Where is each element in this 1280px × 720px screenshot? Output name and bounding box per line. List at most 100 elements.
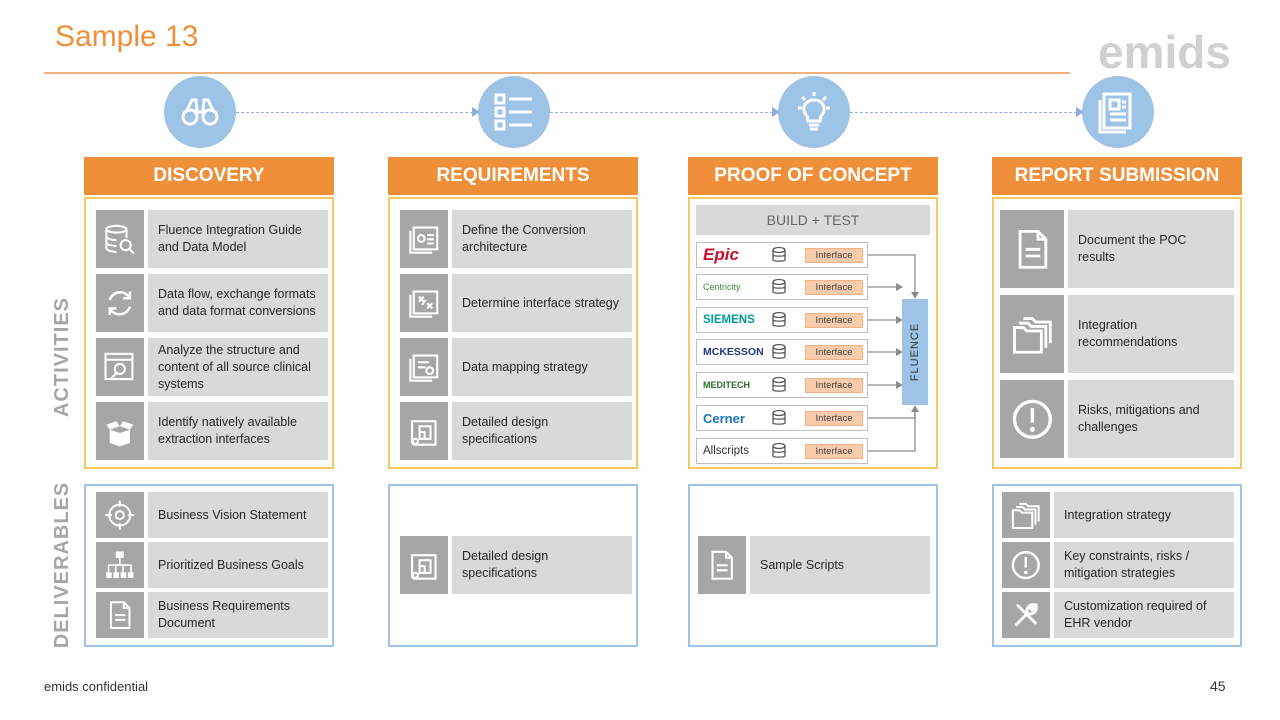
list-item-text: Data flow, exchange formats and data for… bbox=[148, 274, 328, 332]
list-item: Determine interface strategy bbox=[400, 274, 632, 332]
database-icon bbox=[772, 246, 786, 262]
phase-header-proof-of-concept: PROOF OF CONCEPT bbox=[688, 157, 938, 195]
emids-logo: emids bbox=[1098, 26, 1231, 76]
target-icon bbox=[96, 492, 144, 538]
build-test-label: BUILD + TEST bbox=[696, 205, 930, 235]
blueprint-icon bbox=[400, 402, 448, 460]
footer-confidential: emids confidential bbox=[44, 679, 149, 694]
phase-connector-2 bbox=[550, 107, 780, 117]
list-item-text: Sample Scripts bbox=[750, 536, 930, 594]
window-search-icon bbox=[96, 338, 144, 396]
phase-connector-3 bbox=[850, 107, 1084, 117]
vendor-row-allscripts: Allscripts Interface bbox=[696, 438, 868, 464]
list-item-text: Risks, mitigations and challenges bbox=[1068, 380, 1234, 458]
phase-connector-1 bbox=[236, 107, 480, 117]
document-icon bbox=[698, 536, 746, 594]
database-icon bbox=[772, 278, 786, 294]
lightbulb-icon bbox=[778, 76, 850, 148]
report-activities-panel: Document the POC results Integration rec… bbox=[992, 197, 1242, 469]
vendor-row-centricity: Centricity Interface bbox=[696, 274, 868, 300]
vendor-logo-allscripts: Allscripts bbox=[703, 445, 750, 457]
interface-tag: Interface bbox=[805, 313, 863, 328]
list-item-text: Customization required of EHR vendor bbox=[1054, 592, 1234, 638]
vendor-row-meditech: MEDITECH Interface bbox=[696, 372, 868, 398]
page-number: 45 bbox=[1210, 678, 1226, 694]
slide-title: Sample 13 bbox=[55, 20, 199, 53]
list-item-text: Determine interface strategy bbox=[452, 274, 632, 332]
org-chart-icon bbox=[96, 542, 144, 588]
database-icon bbox=[772, 376, 786, 392]
list-item: Integration recommendations bbox=[1000, 295, 1234, 373]
strategy-pages-icon bbox=[400, 274, 448, 332]
discovery-deliverables-panel: Business Vision Statement Prioritized Bu… bbox=[84, 484, 334, 647]
interface-tag: Interface bbox=[805, 280, 863, 295]
list-item: Key constraints, risks / mitigation stra… bbox=[1002, 542, 1234, 588]
poc-activities-panel: BUILD + TEST Epic Interface Centricity I… bbox=[688, 197, 938, 469]
list-item: Detailed design specifications bbox=[400, 402, 632, 460]
list-item: Identify natively available extraction i… bbox=[96, 402, 328, 460]
interface-tag: Interface bbox=[805, 411, 863, 426]
list-item-text: Detailed design specifications bbox=[452, 402, 632, 460]
title-underline bbox=[44, 72, 1070, 74]
list-item-text: Key constraints, risks / mitigation stra… bbox=[1054, 542, 1234, 588]
list-item-text: Data mapping strategy bbox=[452, 338, 632, 396]
architecture-pages-icon bbox=[400, 210, 448, 268]
folders-icon bbox=[1002, 492, 1050, 538]
report-icon bbox=[1082, 76, 1154, 148]
list-item: Data mapping strategy bbox=[400, 338, 632, 396]
list-item: Define the Conversion architecture bbox=[400, 210, 632, 268]
database-icon bbox=[772, 442, 786, 458]
list-item: Detailed design specifications bbox=[400, 536, 632, 594]
vendor-logo-centricity: Centricity bbox=[703, 282, 741, 292]
discovery-activities-panel: Fluence Integration Guide and Data Model… bbox=[84, 197, 334, 469]
mapping-pages-icon bbox=[400, 338, 448, 396]
requirements-activities-panel: Define the Conversion architecture Deter… bbox=[388, 197, 638, 469]
vendor-logo-siemens: SIEMENS bbox=[703, 314, 755, 326]
list-item-text: Detailed design specifications bbox=[452, 536, 632, 594]
vendor-logo-mckesson: MCKESSON bbox=[703, 346, 764, 358]
deliverables-label: DELIVERABLES bbox=[51, 481, 73, 649]
list-item: Analyze the structure and content of all… bbox=[96, 338, 328, 396]
document-icon bbox=[96, 592, 144, 638]
vendor-logo-epic: Epic bbox=[703, 245, 739, 264]
phase-header-requirements: REQUIREMENTS bbox=[388, 157, 638, 195]
warning-circle-icon bbox=[1002, 542, 1050, 588]
poc-deliverables-panel: Sample Scripts bbox=[688, 484, 938, 647]
phase-header-discovery: DISCOVERY bbox=[84, 157, 334, 195]
list-item-text: Integration recommendations bbox=[1068, 295, 1234, 373]
list-item: Business Vision Statement bbox=[96, 492, 328, 538]
interface-tag: Interface bbox=[805, 444, 863, 459]
list-item: Sample Scripts bbox=[698, 536, 930, 594]
list-item: Integration strategy bbox=[1002, 492, 1234, 538]
database-icon bbox=[772, 343, 786, 359]
list-item: Customization required of EHR vendor bbox=[1002, 592, 1234, 638]
list-item: Document the POC results bbox=[1000, 210, 1234, 288]
list-item-text: Business Vision Statement bbox=[148, 492, 328, 538]
list-item-text: Integration strategy bbox=[1054, 492, 1234, 538]
vendor-row-cerner: Cerner Interface bbox=[696, 405, 868, 431]
interface-tag: Interface bbox=[805, 345, 863, 360]
requirements-deliverables-panel: Detailed design specifications bbox=[388, 484, 638, 647]
folders-icon bbox=[1000, 295, 1064, 373]
database-icon bbox=[772, 409, 786, 425]
vendor-row-siemens: SIEMENS Interface bbox=[696, 307, 868, 333]
phase-header-report-submission: REPORT SUBMISSION bbox=[992, 157, 1242, 195]
list-item-text: Business Requirements Document bbox=[148, 592, 328, 638]
binoculars-icon bbox=[164, 76, 236, 148]
list-item-text: Fluence Integration Guide and Data Model bbox=[148, 210, 328, 268]
fluence-label: FLUENCE bbox=[909, 322, 921, 382]
list-item: Risks, mitigations and challenges bbox=[1000, 380, 1234, 458]
activities-label: ACTIVITIES bbox=[51, 297, 73, 418]
checklist-icon bbox=[478, 76, 550, 148]
list-item: Prioritized Business Goals bbox=[96, 542, 328, 588]
vendor-logo-meditech: MEDITECH bbox=[703, 380, 750, 390]
vendor-logo-cerner: Cerner bbox=[703, 410, 745, 426]
vendor-row-epic: Epic Interface bbox=[696, 242, 868, 268]
report-deliverables-panel: Integration strategy Key constraints, ri… bbox=[992, 484, 1242, 647]
vendor-flow-arrows bbox=[868, 254, 919, 452]
document-icon bbox=[1000, 210, 1064, 288]
open-box-icon bbox=[96, 402, 144, 460]
vendor-row-mckesson: MCKESSON Interface bbox=[696, 339, 868, 365]
list-item: Business Requirements Document bbox=[96, 592, 328, 638]
blueprint-icon bbox=[400, 536, 448, 594]
